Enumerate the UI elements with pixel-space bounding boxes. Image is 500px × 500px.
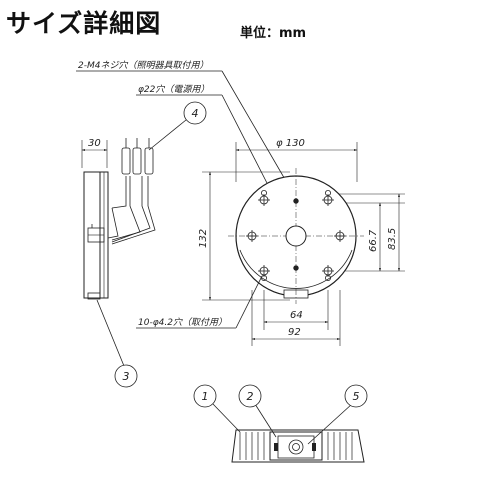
dim-height-83-5: 83.5 [387,228,398,250]
marker-4-label: 4 [192,107,199,120]
callout-screw-label: 2-M4ネジ穴（照明器具取付用） [78,60,208,71]
callout-mount-holes: 10-φ4.2穴（取付用） [136,317,236,329]
front-view [202,142,405,346]
dim-width-64: 64 [290,310,303,321]
dim-width-92: 92 [288,327,301,338]
callout-mount-holes-label: 10-φ4.2穴（取付用） [138,317,227,328]
marker-1: 1 [193,384,217,408]
marker-5: 5 [344,384,368,408]
bottom-view [212,403,365,463]
marker-3: 3 [114,364,138,388]
marker-3-label: 3 [123,370,130,383]
unit-label: 単位：mm [240,26,307,41]
marker-5-label: 5 [353,390,360,403]
dim-height-66-7: 66.7 [368,229,379,252]
dim-diameter: φ 130 [276,138,305,149]
side-view [81,119,187,367]
callout-power-hole-label: φ22穴（電源用） [138,84,209,95]
marker-1-label: 1 [202,390,209,403]
dim-side-width: 30 [88,138,101,149]
marker-2: 2 [238,384,262,408]
dim-height-132: 132 [198,229,209,248]
marker-2-label: 2 [247,390,254,403]
page-title: サイズ詳細図 [6,9,162,38]
marker-4: 4 [183,101,207,125]
callout-screw: 2-M4ネジ穴（照明器具取付用） [76,60,298,201]
